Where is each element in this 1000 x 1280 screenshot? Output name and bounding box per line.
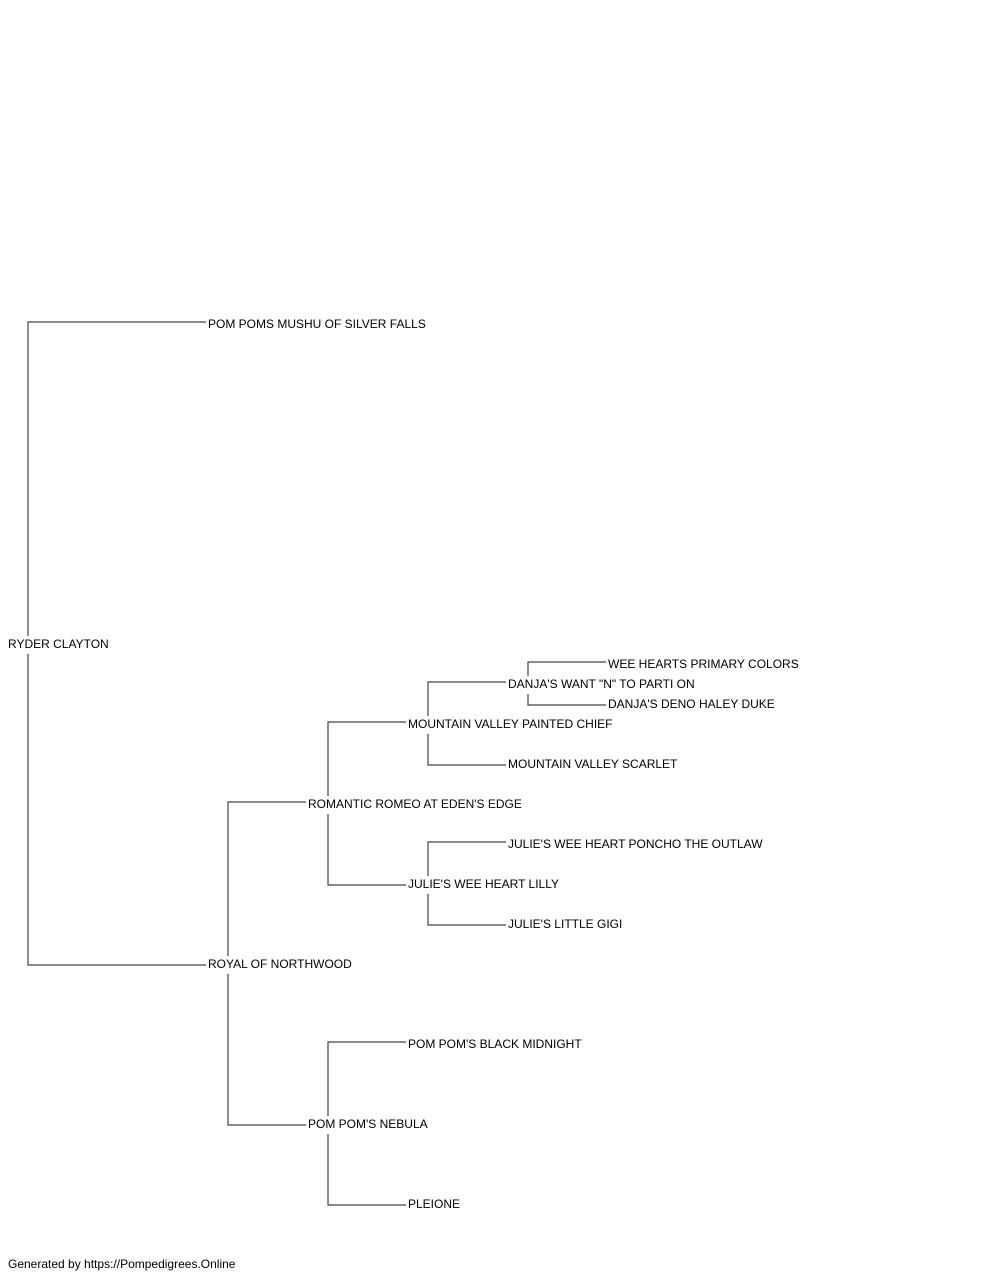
connector-lilly-sire xyxy=(427,841,506,876)
dam-sire-dam-dam-name: JULIE'S LITTLE GIGI xyxy=(508,917,625,931)
gen5-sire-name: WEE HEARTS PRIMARY COLORS xyxy=(608,657,801,671)
connector-royal-sire xyxy=(227,801,306,956)
connector-danja-dam xyxy=(527,694,606,706)
connector-royal-dam xyxy=(227,974,306,1126)
connector-romeo-dam xyxy=(327,814,406,886)
connector-lilly-dam xyxy=(427,894,506,926)
connector-romeo-sire xyxy=(327,721,406,796)
dam-sire-name: ROMANTIC ROMEO AT EDEN'S EDGE xyxy=(308,797,524,811)
dam-sire-sire-name: MOUNTAIN VALLEY PAINTED CHIEF xyxy=(408,717,615,731)
dam-dam-dam-name: PLEIONE xyxy=(408,1197,463,1211)
dam-sire-sire-dam-name: MOUNTAIN VALLEY SCARLET xyxy=(508,757,680,771)
dam-sire-dam-sire-name: JULIE'S WEE HEART PONCHO THE OUTLAW xyxy=(508,837,765,851)
connector-subject-sire xyxy=(27,321,206,636)
connector-nebula-sire xyxy=(327,1041,406,1116)
connector-nebula-dam xyxy=(327,1134,406,1206)
generated-by-footer: Generated by https://Pompedigrees.Online xyxy=(8,1257,236,1271)
connector-danja-sire xyxy=(527,661,606,676)
dam-dam-sire-name: POM POM'S BLACK MIDNIGHT xyxy=(408,1037,584,1051)
dam-sire-dam-name: JULIE'S WEE HEART LILLY xyxy=(408,877,562,891)
connector-subject-dam xyxy=(27,654,206,966)
dam-dam-name: POM POM'S NEBULA xyxy=(308,1117,430,1131)
connector-chief-sire xyxy=(427,681,506,716)
connector-chief-dam xyxy=(427,734,506,766)
dam-sire-sire-sire-name: DANJA'S WANT "N" TO PARTI ON xyxy=(508,677,697,691)
sire-name: POM POMS MUSHU OF SILVER FALLS xyxy=(208,317,428,331)
gen5-dam-name: DANJA'S DENO HALEY DUKE xyxy=(608,697,777,711)
dam-name: ROYAL OF NORTHWOOD xyxy=(208,957,354,971)
subject-name: RYDER CLAYTON xyxy=(8,637,111,651)
